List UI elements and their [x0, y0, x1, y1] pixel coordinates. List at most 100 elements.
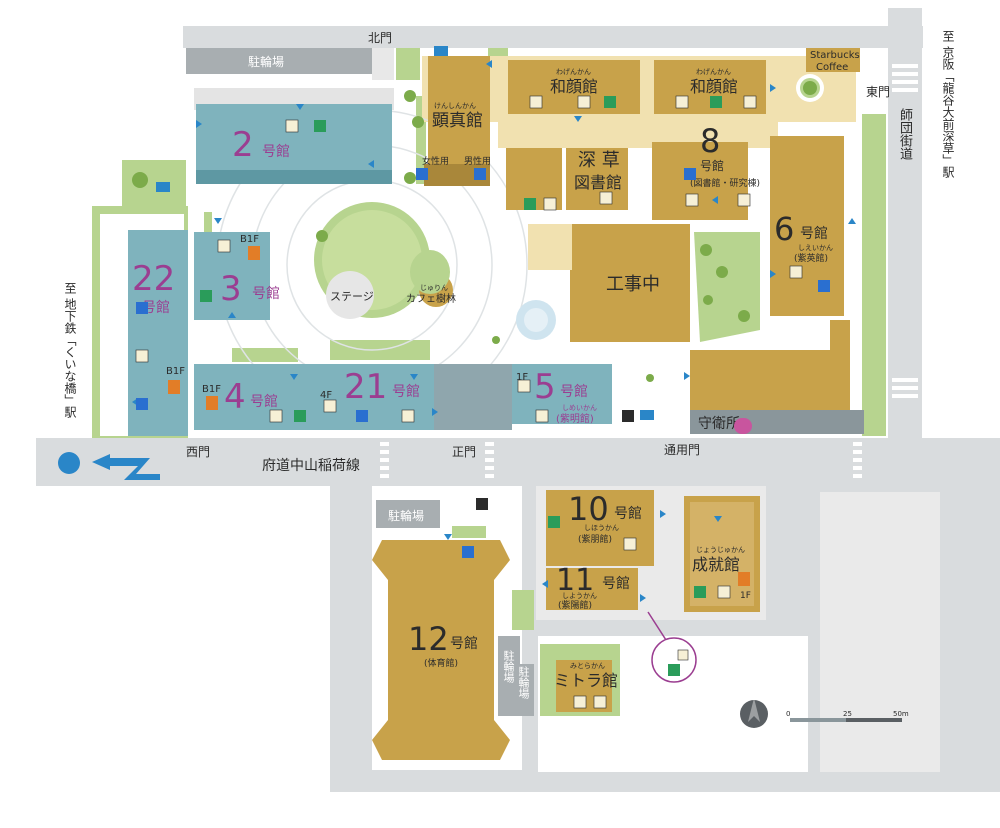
b21-floor: 4F	[320, 390, 332, 401]
main-gate-label: 正門	[452, 445, 476, 459]
elevator-icon	[685, 193, 699, 207]
elevator-icon	[401, 409, 415, 423]
b11-sub: (紫陽館)	[558, 599, 592, 611]
accessible-icon	[474, 168, 486, 180]
b10-number: 10	[568, 490, 609, 528]
b5-number: 5	[534, 367, 556, 407]
smoking-icon	[640, 410, 654, 420]
fukakusa-line2: 図書館	[574, 173, 622, 192]
building-2[interactable]	[194, 88, 394, 184]
accessible-icon	[684, 168, 696, 180]
accessible-icon	[710, 96, 722, 108]
b12-sub: (体育館)	[424, 657, 458, 669]
building-kenshin[interactable]	[424, 56, 490, 186]
markers	[58, 418, 902, 728]
elevator-icon	[675, 95, 689, 109]
wagan1-ruby: わげんかん	[556, 67, 591, 76]
north-gate-label: 北門	[368, 31, 392, 45]
building-6[interactable]	[770, 136, 844, 316]
restaurant-icon	[168, 380, 180, 394]
compass	[740, 700, 768, 728]
accessible-icon	[524, 198, 536, 210]
elevator-icon	[217, 239, 231, 253]
printer-icon	[517, 379, 531, 393]
b2-suffix: 号館	[262, 143, 290, 160]
elevator-icon	[789, 265, 803, 279]
accessible-icon	[668, 664, 680, 676]
bike-12-label: 駐輪場	[388, 508, 424, 523]
elevator-icon	[543, 197, 557, 211]
building-12[interactable]	[372, 540, 510, 760]
wagan2-name: 和顔館	[690, 77, 738, 96]
b21-suffix: 号館	[392, 383, 420, 400]
b12-suffix: 号館	[450, 635, 478, 652]
central-plaza	[314, 202, 556, 340]
elevator-icon	[623, 537, 637, 551]
b3-floor: B1F	[240, 234, 259, 245]
wagan2-ruby: わげんかん	[696, 67, 731, 76]
north-road	[183, 26, 923, 48]
bike-north-label: 駐輪場	[248, 54, 284, 69]
b3-number: 3	[220, 269, 242, 309]
restaurant-icon	[248, 246, 260, 260]
b8-sub: (図書館・研究棟)	[690, 177, 760, 189]
buildings-4-21-band[interactable]	[194, 364, 612, 430]
joshukan-name: 成就館	[692, 555, 740, 574]
entrance-arrows	[132, 60, 856, 602]
b10-suffix: 号館	[614, 505, 642, 522]
b8-suffix: 号館	[700, 158, 724, 173]
building-10[interactable]	[546, 490, 654, 566]
joshukan-floor: 1F	[740, 591, 751, 601]
accessible-icon	[136, 398, 148, 410]
b22-suffix: 号館	[142, 299, 170, 316]
b10-sub: (紫朋館)	[578, 533, 612, 545]
crosswalks	[380, 64, 918, 478]
street-south-label: 府道中山稲荷線	[262, 458, 360, 474]
restaurant-icon	[206, 396, 218, 410]
east-street-lower	[888, 458, 1000, 486]
elevator-icon	[677, 649, 689, 661]
vertical-labels: 師団街道 至 京阪「龍谷大前深草」駅 至 地下鉄「くいな橋」駅 駐輪場 駐輪場	[63, 30, 955, 699]
joshukan-detail-callout	[647, 611, 697, 683]
scale-50: 50m	[893, 710, 909, 718]
stage-label: ステージ	[330, 290, 374, 303]
b5-floor: 1F	[516, 372, 528, 383]
b5-sub: (紫明館)	[556, 412, 594, 425]
elevator-icon	[577, 95, 591, 109]
west-arrow	[92, 454, 160, 480]
trees	[132, 81, 817, 382]
accessible-icon	[416, 168, 428, 180]
accessible-icon	[818, 280, 830, 292]
b11-ruby: しようかん	[562, 592, 597, 600]
point-a-badge[interactable]	[58, 452, 80, 474]
building-11[interactable]	[546, 568, 638, 610]
elevator-icon	[573, 695, 587, 709]
facility-icons	[135, 46, 830, 709]
women-label: 女性用	[422, 155, 449, 167]
scale-25: 25	[843, 710, 852, 718]
b6-ruby: しえいかん	[798, 244, 833, 252]
accessible-icon	[694, 586, 706, 598]
elevator-icon	[535, 409, 549, 423]
accessible-icon	[200, 290, 212, 302]
kenshin-ruby: けんしんかん	[434, 102, 476, 110]
cafe-ruby: じゅりん	[420, 284, 448, 292]
building-8[interactable]	[652, 142, 748, 220]
wagan1-name: 和顔館	[550, 77, 598, 96]
elevator-icon	[743, 95, 757, 109]
printer-icon	[323, 399, 337, 413]
starbucks[interactable]	[806, 48, 860, 72]
b5-suffix: 号館	[560, 383, 588, 400]
labels: 北門 東門 西門 正門 通用門 守衛所 府道中山稲荷線 駐輪場 駐輪場 2 号館…	[65, 31, 909, 718]
b8-number: 8	[700, 122, 720, 160]
accessible-icon	[314, 120, 326, 132]
guard-label: 守衛所	[698, 416, 740, 432]
building-fukakusa-library[interactable]	[506, 148, 628, 210]
b3-suffix: 号館	[252, 285, 280, 302]
mitora-name: ミトラ館	[554, 671, 618, 690]
scale-0: 0	[786, 710, 790, 718]
accessible-icon	[548, 516, 560, 528]
guard-office-area	[690, 410, 864, 434]
accessible-icon	[136, 302, 148, 314]
accessible-icon	[294, 410, 306, 422]
